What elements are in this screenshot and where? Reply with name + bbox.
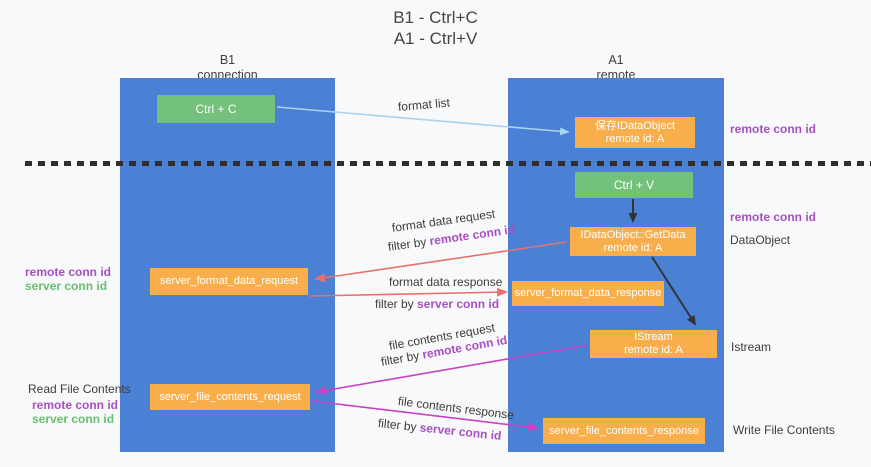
remote-conn-id-note-top-right: remote conn id (730, 122, 817, 136)
conn-id-notes-left-mid: remote conn id server conn id (25, 265, 111, 293)
ctrl-c-label: Ctrl + C (195, 102, 237, 116)
conn-id-notes-left-bottom: remote conn id server conn id (32, 398, 118, 426)
remote-conn-id-note-mid-right: remote conn id (730, 210, 817, 224)
format-data-response-arrow (309, 287, 508, 297)
lane-b1-name: B1 (219, 53, 236, 67)
lane-a1-name: A1 (608, 53, 624, 67)
ctrl-v-box: Ctrl + V (575, 172, 693, 198)
server-file-contents-response-box: server_file_contents_response (543, 418, 705, 444)
istream-line2: remote id: A (624, 344, 683, 356)
remote-conn-id-note-left-mid: remote conn id (25, 265, 112, 279)
format-list-arrow-label: format list (397, 95, 451, 114)
server-format-data-request-box: server_format_data_request (150, 268, 308, 295)
istream-note: Istream (731, 340, 772, 354)
save-dataobject-line2: remote id: A (605, 132, 665, 145)
server-file-contents-request-label: server_file_contents_request (159, 390, 301, 403)
write-file-contents-note: Write File Contents (733, 423, 835, 437)
server-conn-id-note-left-mid: server conn id (25, 279, 108, 293)
filter-by-text: filter by (379, 347, 424, 369)
ctrl-v-label: Ctrl + V (613, 178, 655, 192)
title-line-1: B1 - Ctrl+C (393, 8, 478, 27)
format-data-response-arrow-label: format data response (389, 275, 503, 289)
server-conn-id-key: server conn id (417, 297, 500, 311)
format-data-response-filter-label: filter by server conn id (375, 297, 499, 311)
server-conn-id-key: server conn id (419, 420, 503, 443)
diagram-title: B1 - Ctrl+C A1 - Ctrl+V (0, 7, 871, 49)
server-file-contents-request-box: server_file_contents_request (150, 384, 310, 410)
filter-by-text: filter by (375, 297, 418, 311)
getdata-line2: remote id: A (603, 241, 663, 254)
istream-box: IStream remote id: A (590, 330, 717, 358)
istream-line1: IStream (634, 331, 673, 343)
server-format-data-response-label: server_format_data_response (514, 287, 662, 299)
file-contents-response-filter-label: filter by server conn id (377, 416, 502, 443)
save-dataobject-line1: 保存IDataObject (594, 119, 676, 132)
remote-conn-id-note-left-bottom: remote conn id (32, 398, 119, 412)
session-divider-line (25, 161, 871, 166)
getdata-box: IDataObject::GetData remote id: A (570, 227, 696, 256)
server-format-data-request-label: server_format_data_request (159, 275, 299, 287)
ctrl-c-box: Ctrl + C (157, 95, 275, 123)
server-conn-id-note-left-bottom: server conn id (32, 412, 115, 426)
filter-by-text: filter by (377, 416, 421, 435)
server-file-contents-response-label: server_file_contents_response (549, 424, 699, 437)
getdata-line1: IDataObject::GetData (580, 228, 686, 241)
read-file-contents-note: Read File Contents (28, 382, 131, 396)
save-dataobject-box: 保存IDataObject remote id: A (575, 117, 695, 148)
file-contents-response-arrow-label: file contents response (397, 394, 515, 423)
title-line-2: A1 - Ctrl+V (393, 29, 478, 48)
dataobject-note: DataObject (730, 233, 791, 247)
server-format-data-response-box: server_format_data_response (512, 281, 664, 306)
filter-by-text: filter by (387, 234, 431, 254)
